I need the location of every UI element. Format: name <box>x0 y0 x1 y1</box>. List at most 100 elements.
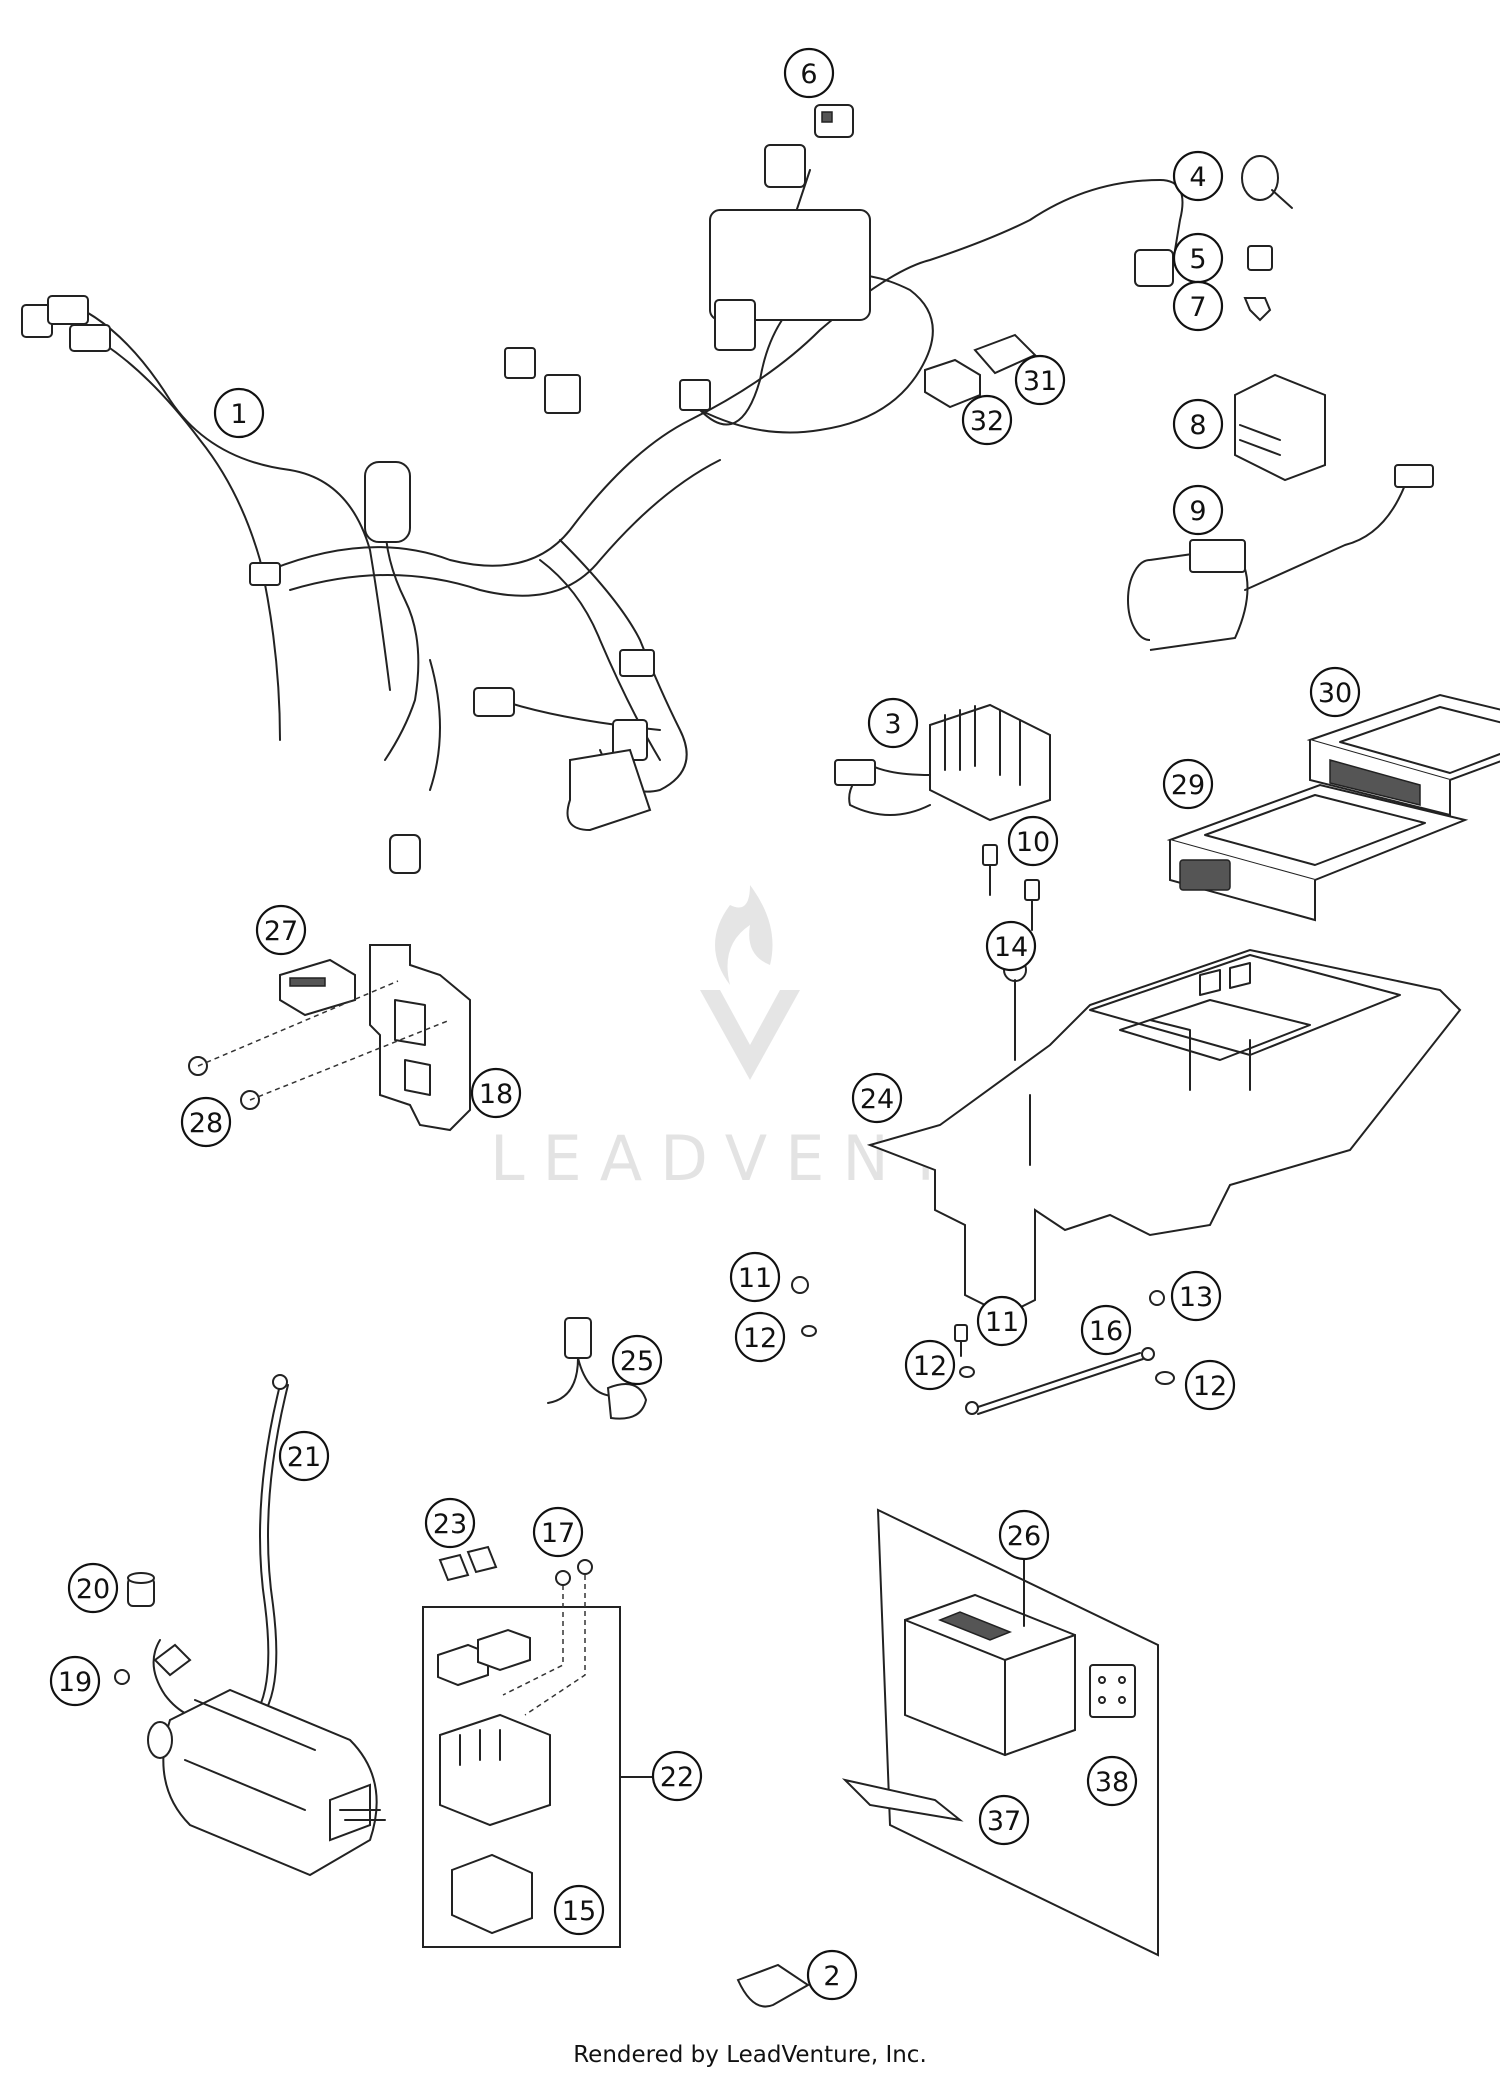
nut-19 <box>114 1669 130 1685</box>
callout-5: 5 <box>1172 232 1224 284</box>
screws-17 <box>555 1559 593 1586</box>
wiring-harness <box>21 144 1184 874</box>
callout-19: 19 <box>49 1655 101 1707</box>
nut-13 <box>1149 1290 1165 1306</box>
connector-27 <box>279 958 356 1017</box>
callout-17-label: 17 <box>541 1518 575 1549</box>
callout-18: 18 <box>470 1067 522 1119</box>
callout-12-left-label: 12 <box>743 1323 777 1354</box>
fuses-23 <box>438 1545 498 1582</box>
callout-19-label: 19 <box>58 1667 92 1698</box>
callout-30-label: 30 <box>1318 678 1352 709</box>
starter-cable-21 <box>152 1374 289 1723</box>
callout-14: 14 <box>985 920 1037 972</box>
starter-motor <box>147 1688 386 1877</box>
connector-32 <box>924 358 981 409</box>
battery-box-24 <box>866 948 1462 1311</box>
callout-37: 37 <box>978 1794 1030 1846</box>
callout-26-label: 26 <box>1007 1521 1041 1552</box>
callout-12-middle-label: 12 <box>913 1351 947 1382</box>
callout-28-label: 28 <box>189 1108 223 1139</box>
callout-24: 24 <box>851 1072 903 1124</box>
callout-22-label: 22 <box>660 1762 694 1793</box>
callout-11-right-label: 11 <box>985 1307 1019 1338</box>
footer-credit: Rendered by LeadVenture, Inc. <box>573 2042 927 2068</box>
callout-8: 8 <box>1172 398 1224 450</box>
callout-26: 26 <box>998 1509 1050 1561</box>
callout-21: 21 <box>278 1430 330 1482</box>
callout-15: 15 <box>553 1884 605 1936</box>
callout-21-label: 21 <box>287 1442 321 1473</box>
cover-8 <box>1234 373 1326 482</box>
callout-31-label: 31 <box>1023 366 1057 397</box>
ecu-29 <box>1166 783 1469 922</box>
relay-kit-frame-22 <box>422 1575 666 1948</box>
cable-25 <box>547 1317 648 1420</box>
cap-20 <box>127 1572 155 1607</box>
cable-tie-4 <box>1241 155 1293 209</box>
clip-5 <box>1247 245 1273 271</box>
callout-27: 27 <box>255 904 307 956</box>
callout-10: 10 <box>1007 815 1059 867</box>
cap-2 <box>736 1963 810 2008</box>
callout-16-label: 16 <box>1089 1316 1123 1347</box>
callout-1: 1 <box>213 387 265 439</box>
callout-7-label: 7 <box>1189 292 1206 323</box>
callout-6-label: 6 <box>800 59 817 90</box>
callout-15-label: 15 <box>562 1896 596 1927</box>
callout-4: 4 <box>1172 150 1224 202</box>
voltage-regulator-3 <box>834 703 1051 822</box>
callout-11-left: 11 <box>729 1251 781 1303</box>
callout-29: 29 <box>1162 758 1214 810</box>
callout-8-label: 8 <box>1189 410 1206 441</box>
callout-4-label: 4 <box>1189 162 1206 193</box>
callout-38: 38 <box>1086 1755 1138 1807</box>
screw-11-left <box>791 1276 817 1337</box>
callout-12-right-label: 12 <box>1193 1371 1227 1402</box>
callout-16: 16 <box>1080 1304 1132 1356</box>
callout-20: 20 <box>67 1562 119 1614</box>
screws-28 <box>188 980 451 1110</box>
callout-6: 6 <box>783 47 835 99</box>
callout-12-right: 12 <box>1184 1359 1236 1411</box>
callout-27-label: 27 <box>264 916 298 947</box>
bracket-18 <box>369 944 471 1132</box>
callout-24-label: 24 <box>860 1084 894 1115</box>
callout-13-label: 13 <box>1179 1282 1213 1313</box>
callout-11-right: 11 <box>976 1295 1028 1347</box>
callout-13: 13 <box>1170 1270 1222 1322</box>
callout-12-middle: 12 <box>904 1339 956 1391</box>
callout-9: 9 <box>1172 484 1224 536</box>
ecu-30 <box>1306 693 1500 817</box>
callout-2: 2 <box>806 1949 858 2001</box>
callout-14-label: 14 <box>994 932 1028 963</box>
callout-25: 25 <box>611 1334 663 1386</box>
callout-1-label: 1 <box>230 399 247 430</box>
callout-20-label: 20 <box>76 1574 110 1605</box>
callout-2-label: 2 <box>823 1961 840 1992</box>
callout-5-label: 5 <box>1189 244 1206 275</box>
callout-23-label: 23 <box>433 1509 467 1540</box>
callout-32: 32 <box>961 394 1013 446</box>
callout-3-label: 3 <box>884 709 901 740</box>
callout-23: 23 <box>424 1497 476 1549</box>
callout-31: 31 <box>1014 354 1066 406</box>
connector-31 <box>973 333 1037 375</box>
callout-9-label: 9 <box>1189 496 1206 527</box>
callout-7: 7 <box>1172 280 1224 332</box>
callout-28: 28 <box>180 1096 232 1148</box>
callout-30: 30 <box>1309 666 1361 718</box>
callout-12-left: 12 <box>734 1311 786 1363</box>
screws-10 <box>982 844 1040 931</box>
clip-7 <box>1243 297 1272 322</box>
callout-25-label: 25 <box>620 1346 654 1377</box>
battery-kit-frame-26 <box>841 1508 1159 1957</box>
callout-11-left-label: 11 <box>738 1263 772 1294</box>
callout-32-label: 32 <box>970 406 1004 437</box>
callout-22: 22 <box>651 1750 703 1802</box>
callout-29-label: 29 <box>1171 770 1205 801</box>
ground-cable-16 <box>965 1347 1155 1415</box>
callout-3: 3 <box>867 697 919 749</box>
callout-17: 17 <box>532 1506 584 1558</box>
